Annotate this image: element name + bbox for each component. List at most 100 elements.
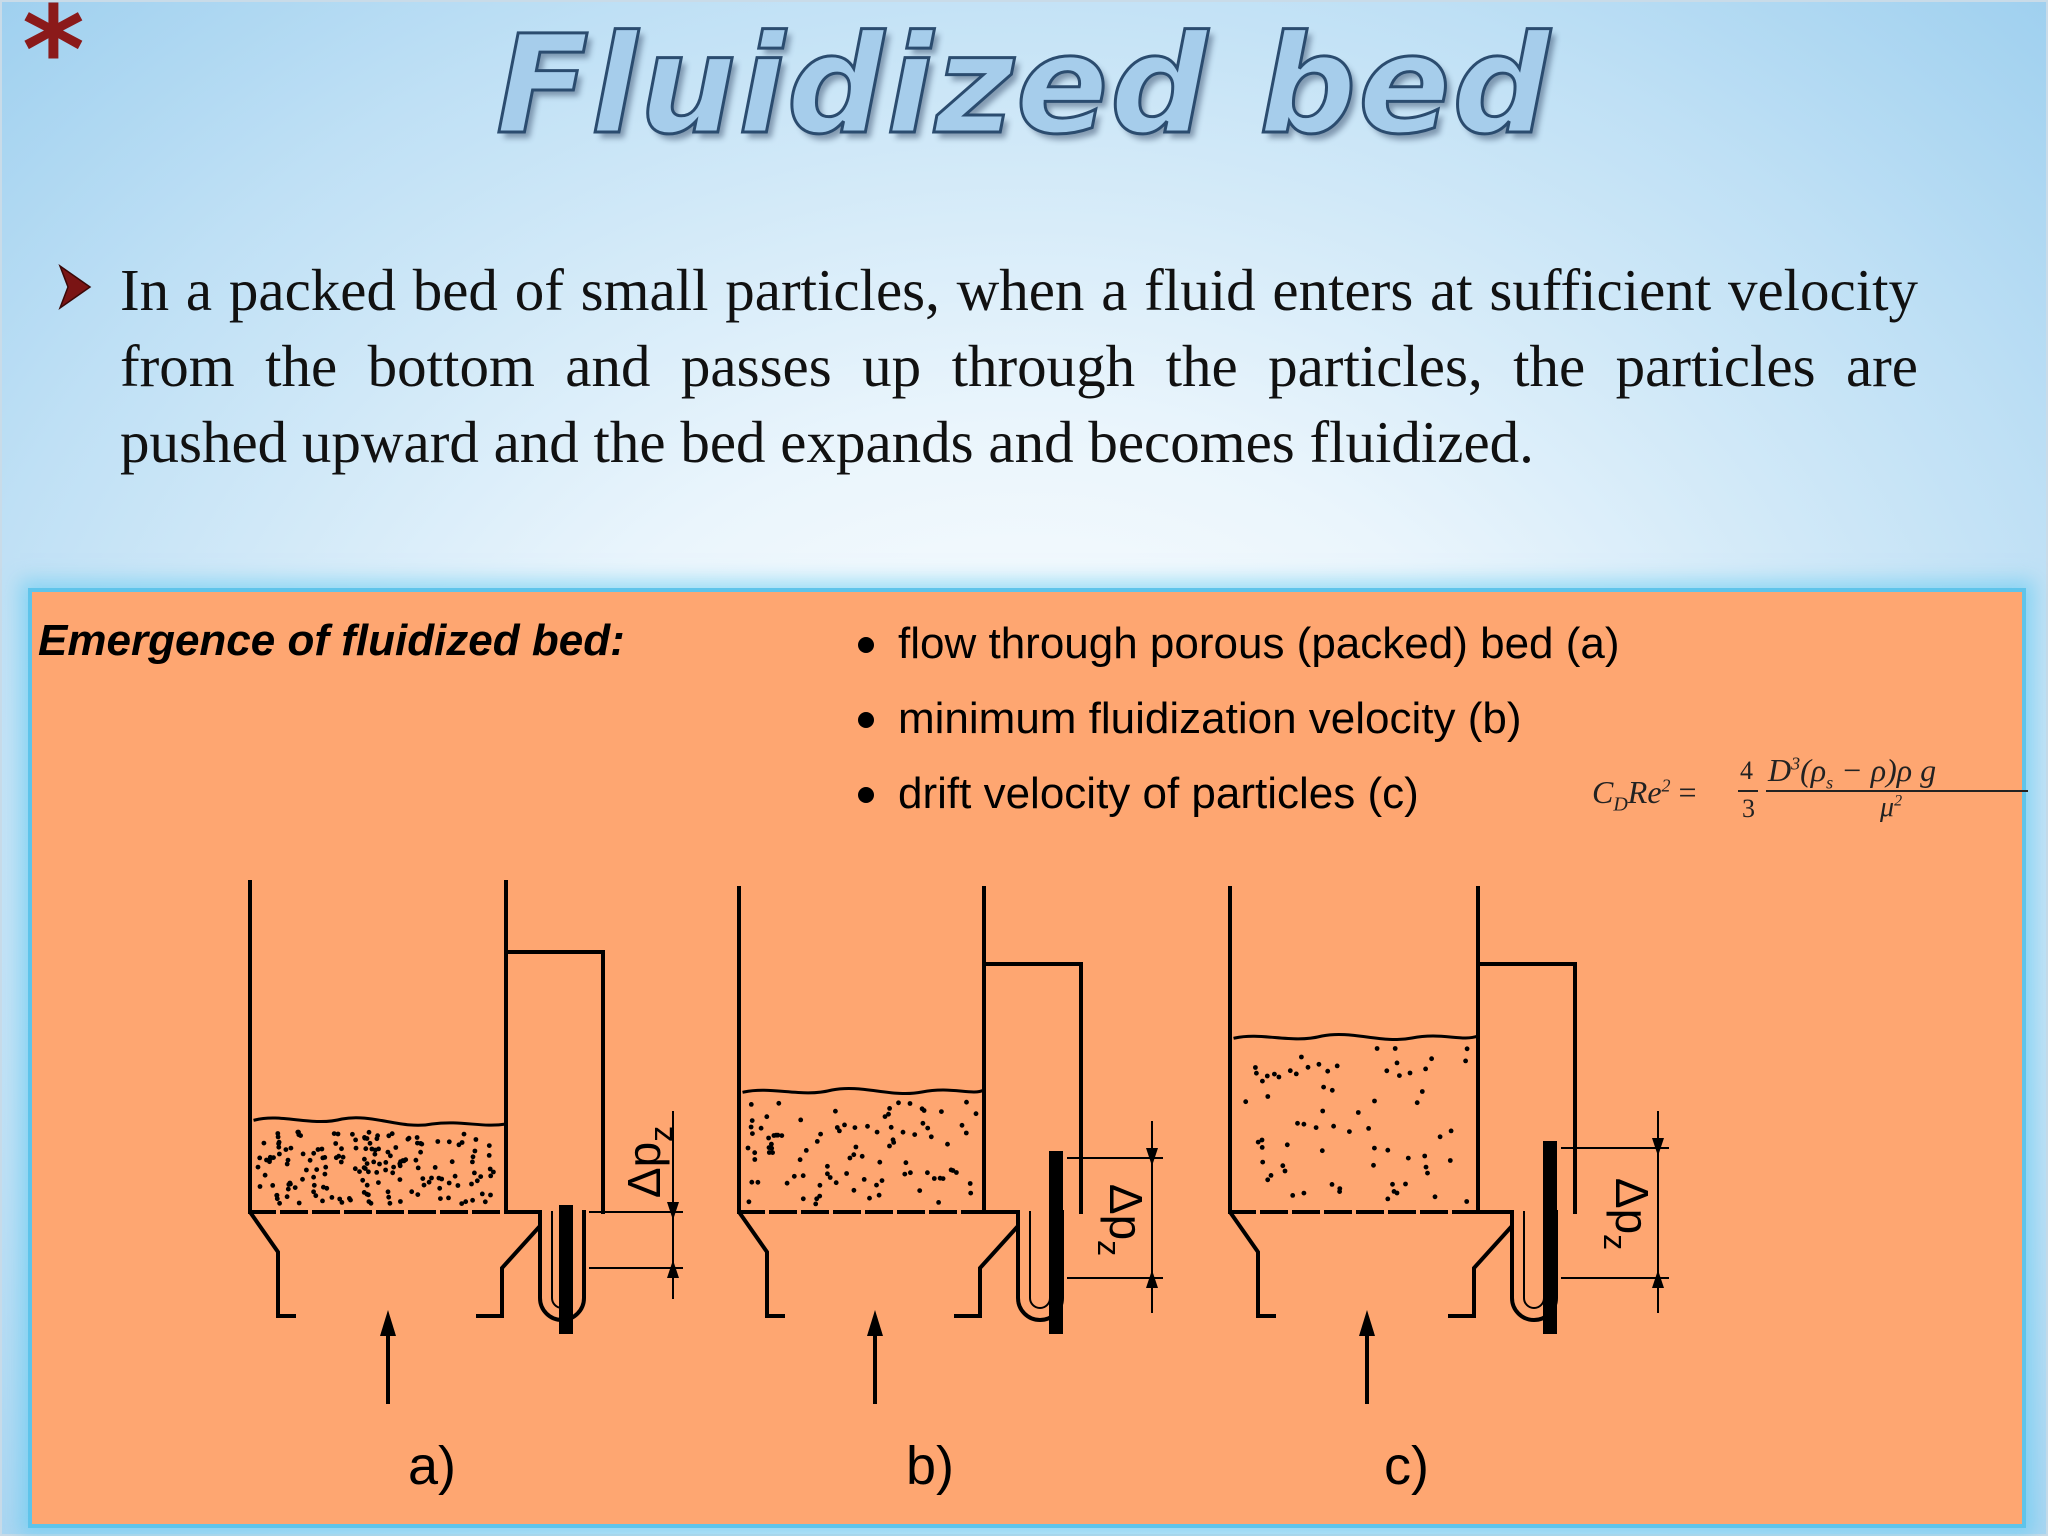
particle-dot (749, 1118, 755, 1123)
particle-dot (888, 1124, 894, 1130)
particle-dot (371, 1159, 377, 1165)
particle-dot (362, 1135, 368, 1141)
particle-dot (1287, 1068, 1293, 1074)
particle-dot (813, 1201, 819, 1207)
particle-dot (766, 1150, 772, 1155)
particle-dot (937, 1175, 943, 1181)
particle-dot (285, 1157, 291, 1163)
particle-dot (414, 1135, 420, 1140)
particle-dot (336, 1153, 342, 1159)
particle-dot (797, 1157, 803, 1163)
particle-dot (376, 1180, 381, 1185)
bullet-text: In a packed bed of small particles, when… (120, 257, 1918, 475)
particle-dot (321, 1184, 326, 1190)
particle-dot (470, 1197, 475, 1203)
particle-dot (386, 1133, 392, 1139)
particle-dot (333, 1141, 339, 1146)
particle-dot (311, 1150, 317, 1156)
particle-dot (296, 1200, 302, 1206)
list-item: flow through porous (packed) bed (a) (854, 614, 1620, 689)
particle-dot (1253, 1065, 1258, 1070)
particle-dot (833, 1108, 838, 1114)
particle-dot (421, 1182, 427, 1188)
particle-dot (319, 1146, 325, 1152)
particle-dot (473, 1137, 479, 1142)
particle-dot (339, 1200, 345, 1205)
particle-dot (1243, 1099, 1249, 1105)
particle-dot (284, 1161, 290, 1167)
particle-dot (776, 1100, 782, 1106)
particle-dot (331, 1131, 337, 1136)
particle-dot (803, 1148, 809, 1153)
particle-dot (1301, 1121, 1307, 1127)
formula-coef-line (1738, 790, 1758, 792)
particle-dot (435, 1139, 441, 1144)
particle-dot (367, 1140, 373, 1146)
particle-dot (852, 1125, 858, 1130)
particle-dot (403, 1157, 409, 1163)
dim-arrow-icon (1652, 1270, 1664, 1288)
particle-dot (337, 1196, 343, 1202)
particle-dot (1371, 1162, 1376, 1168)
particle-dot (1301, 1190, 1307, 1196)
particle-dot (1337, 1189, 1342, 1194)
particle-dot (261, 1140, 267, 1146)
particle-dot (1276, 1074, 1282, 1080)
particle-dot (784, 1180, 790, 1186)
particle-dot (372, 1151, 378, 1157)
particle-dot (482, 1199, 488, 1205)
particle-dot (1414, 1100, 1420, 1106)
particle-dot (426, 1179, 432, 1185)
dim-arrow-icon (1146, 1148, 1158, 1166)
particle-dot (877, 1159, 883, 1165)
particle-dot (853, 1144, 859, 1150)
particle-dot (267, 1154, 273, 1160)
particle-dot (383, 1160, 389, 1165)
particle-dot (1385, 1196, 1391, 1202)
particle-dot (1419, 1089, 1425, 1094)
particle-dot (446, 1180, 452, 1186)
particle-dot (262, 1172, 268, 1178)
particle-dot (361, 1165, 367, 1171)
particle-dot (338, 1159, 344, 1165)
particle-dot (1321, 1084, 1326, 1090)
particle-dot (456, 1142, 462, 1148)
particle-dot (419, 1141, 425, 1147)
dp-label-a: Δpz (618, 1126, 679, 1198)
particle-dot (363, 1146, 369, 1152)
particle-dot (418, 1149, 423, 1155)
flow-arrows (380, 1138, 1664, 1336)
particle-dot (311, 1182, 317, 1188)
particle-dot (766, 1145, 772, 1150)
particle-dot (1372, 1145, 1377, 1151)
particle-dot (825, 1163, 830, 1169)
dim-arrow-icon (1652, 1138, 1664, 1156)
particle-dot (264, 1157, 269, 1163)
particle-dot (277, 1151, 282, 1157)
particle-dot (1313, 1125, 1319, 1130)
particle-dot (1265, 1094, 1271, 1099)
particle-dot (374, 1136, 380, 1142)
particle-dot (383, 1167, 388, 1173)
particle-dot (842, 1122, 847, 1128)
particle-dot (758, 1125, 764, 1131)
particle-dot (891, 1140, 897, 1145)
particle-dot (800, 1173, 806, 1179)
particle-dot (393, 1145, 399, 1150)
particle-dot (446, 1195, 451, 1201)
particle-dot (1284, 1142, 1290, 1148)
particle-dot (472, 1170, 477, 1176)
particle-dot (752, 1157, 758, 1162)
particle-dot (798, 1117, 804, 1123)
particle-dot (300, 1151, 306, 1157)
formula-lhs: CDRe2 = (1592, 774, 1697, 816)
particle-dot (364, 1191, 370, 1197)
particle-dot (769, 1141, 774, 1147)
particle-dot (1293, 1071, 1299, 1077)
particle-dot (405, 1136, 411, 1142)
particle-dot (283, 1147, 289, 1152)
particle-dot (945, 1141, 950, 1147)
list-item: minimum fluidization velocity (b) (854, 689, 1620, 764)
bullet-paragraph: In a packed bed of small particles, when… (58, 252, 1918, 480)
particle-dot (287, 1180, 293, 1186)
